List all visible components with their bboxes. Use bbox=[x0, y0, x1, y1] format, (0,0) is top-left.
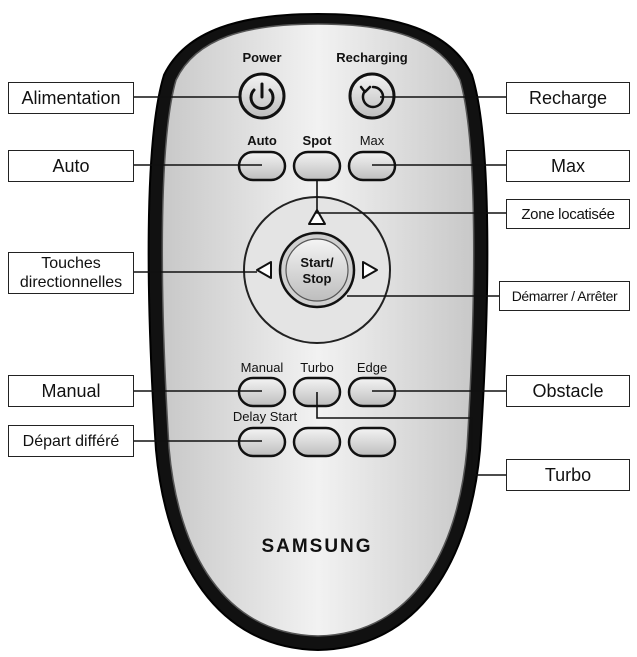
recharging-button-label: Recharging bbox=[336, 50, 408, 65]
callout-alimentation-text: Alimentation bbox=[21, 87, 121, 108]
callout-max: Max bbox=[506, 150, 630, 182]
spot-button-label: Spot bbox=[303, 133, 333, 148]
arrow-left-icon[interactable] bbox=[256, 261, 272, 279]
power-button-label: Power bbox=[242, 50, 281, 65]
start-stop-label-line2: Stop bbox=[303, 271, 332, 286]
edge-button-label: Edge bbox=[357, 360, 387, 375]
callout-recharge: Recharge bbox=[506, 82, 630, 114]
blank-button-right[interactable] bbox=[347, 426, 397, 458]
start-stop-button[interactable] bbox=[278, 231, 356, 309]
arrow-up-icon[interactable] bbox=[308, 209, 326, 225]
recharge-icon bbox=[359, 85, 385, 109]
manual-button-label: Manual bbox=[241, 360, 284, 375]
edge-button[interactable] bbox=[347, 376, 397, 408]
power-icon bbox=[249, 82, 275, 110]
callout-touches: Touches directionnelles bbox=[8, 252, 134, 294]
callout-depart: Départ différé bbox=[8, 425, 134, 457]
arrow-right-icon[interactable] bbox=[362, 261, 378, 279]
callout-depart-text: Départ différé bbox=[22, 432, 120, 450]
brand-logo: SAMSUNG bbox=[261, 536, 372, 557]
leader-turbo bbox=[316, 392, 507, 476]
power-button[interactable] bbox=[238, 72, 286, 120]
callout-obstacle: Obstacle bbox=[506, 375, 630, 407]
callout-max-text: Max bbox=[550, 155, 585, 176]
callout-obstacle-text: Obstacle bbox=[532, 380, 604, 401]
callout-demarrer: Démarrer / Arrêter bbox=[499, 281, 630, 311]
max-button-label: Max bbox=[360, 133, 385, 148]
manual-button[interactable] bbox=[237, 376, 287, 408]
callout-manual-text: Manual bbox=[41, 380, 101, 401]
start-stop-label-line1: Start/ bbox=[300, 255, 334, 270]
turbo-button-label: Turbo bbox=[300, 360, 333, 375]
callout-alimentation: Alimentation bbox=[8, 82, 134, 114]
callout-recharge-text: Recharge bbox=[528, 87, 608, 108]
callout-auto-text: Auto bbox=[52, 155, 90, 176]
callout-zone-text: Zone locatisée bbox=[521, 205, 615, 223]
delay-start-button[interactable] bbox=[237, 426, 287, 458]
callout-zone: Zone locatisée bbox=[506, 199, 630, 229]
callout-demarrer-text: Démarrer / Arrêter bbox=[511, 288, 618, 304]
recharging-button[interactable] bbox=[348, 72, 396, 120]
leader-lines bbox=[133, 96, 507, 476]
blank-button-middle[interactable] bbox=[292, 426, 342, 458]
callout-touches-line1: Touches bbox=[41, 255, 101, 272]
max-button[interactable] bbox=[347, 150, 397, 182]
callout-turbo-text: Turbo bbox=[544, 464, 592, 485]
callout-touches-line2: directionnelles bbox=[19, 274, 123, 291]
auto-button[interactable] bbox=[237, 150, 287, 182]
callout-manual: Manual bbox=[8, 375, 134, 407]
callout-turbo: Turbo bbox=[506, 459, 630, 491]
auto-button-label: Auto bbox=[247, 133, 277, 148]
delay-start-button-label: Delay Start bbox=[233, 409, 298, 424]
leader-zone bbox=[316, 180, 507, 214]
callout-auto: Auto bbox=[8, 150, 134, 182]
spot-button[interactable] bbox=[292, 150, 342, 182]
